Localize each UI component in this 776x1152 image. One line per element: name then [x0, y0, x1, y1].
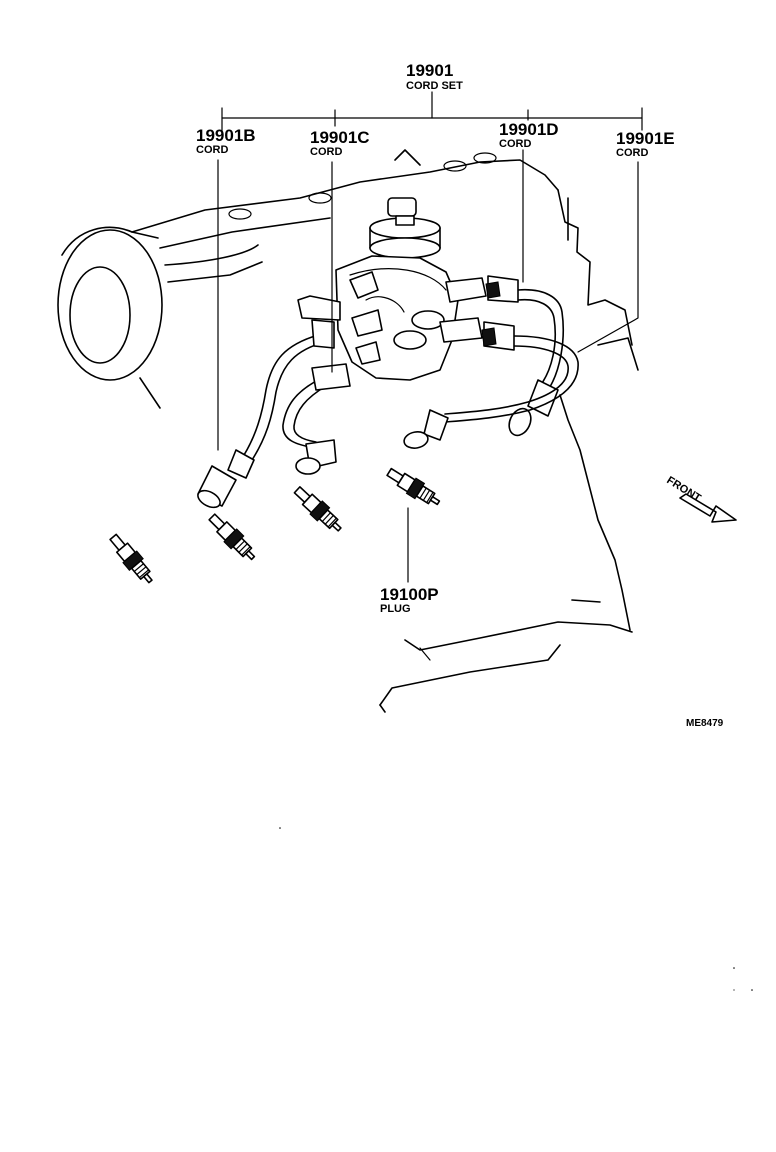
cord-b-wire: [197, 319, 335, 509]
leader-lines: [217, 91, 643, 583]
scan-specks: [279, 827, 753, 991]
cord-b-number: 19901B: [196, 126, 256, 145]
cord-d-number: 19901D: [499, 120, 559, 139]
front-arrow-icon: [679, 493, 737, 523]
callout-cord-c: 19901C CORD: [310, 128, 370, 158]
spark-plug-1: [109, 533, 153, 584]
cord-e-name: CORD: [616, 147, 648, 159]
plug-name: PLUG: [380, 603, 411, 615]
cord-e-wire: [403, 321, 579, 449]
drawing-code: ME8479: [686, 718, 724, 729]
spark-plug-3: [293, 486, 342, 532]
callout-cord-b: 19901B CORD: [196, 126, 256, 156]
cord-c-name: CORD: [310, 146, 342, 158]
cord-e-number: 19901E: [616, 129, 675, 148]
distributor: [297, 197, 487, 381]
front-direction-indicator: FRONT: [664, 474, 737, 523]
cord-b-name: CORD: [196, 144, 228, 156]
callout-plug: 19100P PLUG: [380, 585, 439, 615]
cord-d-wire: [485, 275, 565, 437]
callout-cord-d: 19901D CORD: [499, 120, 559, 150]
cord-d-name: CORD: [499, 138, 531, 150]
cord-c-wire: [282, 363, 351, 475]
plug-number: 19100P: [380, 585, 439, 604]
cord-set-number: 19901: [406, 61, 453, 80]
cord-set-name: CORD SET: [406, 80, 463, 92]
callout-cord-set: 19901 CORD SET: [406, 61, 463, 92]
engine-block-outline: [57, 149, 639, 713]
cord-c-number: 19901C: [310, 128, 370, 147]
callout-cord-e: 19901E CORD: [616, 129, 675, 159]
spark-plug-4: [386, 467, 441, 506]
spark-plug-2: [208, 513, 256, 561]
